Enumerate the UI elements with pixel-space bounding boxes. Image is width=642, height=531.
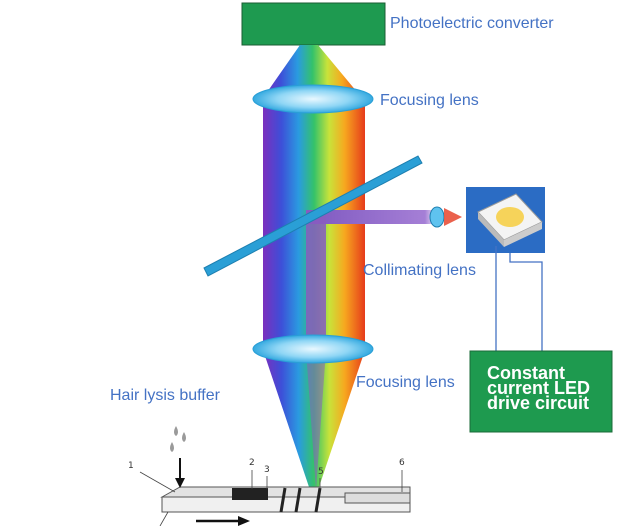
photoelectric-converter-box	[241, 2, 386, 46]
beam-splitter	[203, 155, 423, 277]
test-strip	[160, 486, 411, 513]
strip-number-3: 3	[264, 465, 270, 475]
led-beam-vertical	[306, 210, 326, 350]
focusing-lens-top	[252, 84, 374, 114]
hair-lysis-buffer-label: Hair lysis buffer	[110, 387, 220, 404]
strip-leaders	[139, 470, 403, 527]
bottom-cone-center	[306, 350, 326, 490]
collimating-arrow	[444, 208, 462, 226]
strip-number-6: 6	[399, 458, 405, 468]
photoelectric-converter-label: Photoelectric converter	[390, 15, 554, 32]
focusing-lens-bottom-label: Focusing lens	[356, 374, 455, 391]
led-wires	[495, 246, 543, 352]
collimating-lens	[429, 206, 445, 228]
driver-line-3: drive circuit	[487, 393, 590, 413]
top-light-cone	[263, 45, 362, 98]
strip-number-1: 1	[128, 461, 134, 471]
strip-number-5: 5	[318, 467, 324, 477]
focusing-lens-top-label: Focusing lens	[380, 92, 479, 109]
driver-line-1: Constant	[487, 363, 565, 383]
down-arrow-icon	[175, 458, 185, 488]
right-arrow-icon	[196, 516, 250, 526]
driver-box-label: Constant current LED drive circuit	[487, 363, 591, 413]
led-beam-horizontal	[306, 210, 446, 224]
focusing-lens-bottom	[252, 334, 374, 364]
strip-number-2: 2	[249, 458, 255, 468]
led-chip-icon	[477, 193, 543, 247]
driver-line-2: current LED	[487, 378, 591, 398]
driver-box	[469, 350, 613, 433]
water-drops-icon	[170, 426, 186, 452]
collimating-lens-label: Collimating lens	[363, 262, 476, 279]
